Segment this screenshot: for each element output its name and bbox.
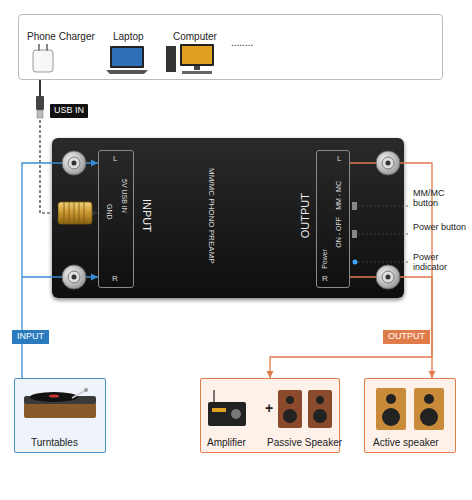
arrow-head bbox=[91, 210, 98, 217]
computer-icon bbox=[166, 44, 214, 74]
box-label: Turntables bbox=[31, 437, 78, 448]
amplifier-illustration bbox=[208, 390, 246, 426]
port-label: GND bbox=[105, 204, 113, 220]
device-label: Computer bbox=[173, 31, 217, 42]
ellipsis: ........ bbox=[231, 37, 253, 48]
channel-label: L bbox=[113, 155, 117, 164]
connector-line bbox=[40, 80, 98, 213]
connector bbox=[267, 163, 433, 378]
active-speaker-illustration bbox=[376, 388, 444, 430]
connector-line bbox=[350, 277, 432, 378]
rca-jack bbox=[376, 265, 400, 289]
channel-label: R bbox=[112, 275, 118, 284]
connector-line bbox=[22, 163, 98, 378]
connector bbox=[40, 80, 98, 217]
output-panel: OUTPUTLMM - MCON - OFFPowerR bbox=[316, 150, 350, 288]
arrow-head bbox=[91, 274, 98, 281]
indicator-label: Power bbox=[321, 249, 329, 269]
turntable-illustration bbox=[24, 388, 96, 418]
connector-line bbox=[270, 163, 432, 378]
charger-icon bbox=[33, 44, 53, 72]
switch-label: ON - OFF bbox=[335, 217, 343, 248]
callout-label: Power indicator bbox=[413, 252, 469, 273]
device-label: Phone Charger bbox=[27, 31, 95, 42]
panel-heading: INPUT bbox=[141, 199, 153, 232]
channel-label: R bbox=[322, 275, 328, 284]
arrow-head bbox=[267, 371, 274, 378]
ground-post bbox=[52, 202, 92, 224]
input-panel: L5V USB INGNDRINPUT bbox=[98, 150, 134, 288]
rca-jack bbox=[62, 151, 86, 175]
active-speaker-box: Active speaker bbox=[364, 378, 456, 453]
source-box: Phone Charger Laptop Computer........ bbox=[18, 14, 443, 80]
arrow-head bbox=[91, 160, 98, 167]
connector bbox=[350, 277, 436, 378]
edge-label: INPUT bbox=[12, 330, 49, 344]
edge-label: USB IN bbox=[50, 104, 88, 118]
arrow-head bbox=[429, 371, 436, 378]
rca-jack bbox=[62, 265, 86, 289]
device-label: Laptop bbox=[113, 31, 144, 42]
amplifier-box: Amplifier + Passive Speaker bbox=[200, 378, 340, 453]
power-button bbox=[352, 230, 357, 238]
connector bbox=[22, 160, 98, 379]
switch-label: MM - MC bbox=[335, 181, 343, 210]
box-label: Passive Speaker bbox=[267, 437, 342, 448]
plus-sign: + bbox=[265, 401, 273, 416]
laptop-icon bbox=[106, 46, 148, 74]
connector-line bbox=[22, 276, 98, 277]
edge-label: OUTPUT bbox=[383, 330, 430, 344]
callout-label: MM/MC button bbox=[413, 188, 468, 209]
speaker-illustration bbox=[278, 390, 332, 428]
leader-line bbox=[358, 206, 410, 262]
mmmc-button bbox=[352, 202, 357, 210]
turntable-box: Turntables bbox=[14, 378, 106, 453]
rca-jack bbox=[376, 151, 400, 175]
usb-plug bbox=[36, 80, 44, 118]
preamp-body: MM/MC PHONO PREAMP L 5V USB IN GND R INPUT OUT… bbox=[52, 138, 404, 298]
panel-heading: OUTPUT bbox=[299, 193, 311, 238]
channel-label: L bbox=[337, 155, 341, 164]
box-label: Active speaker bbox=[373, 437, 439, 448]
port-label: 5V USB IN bbox=[120, 179, 128, 213]
box-label: Amplifier bbox=[207, 437, 246, 448]
power-led bbox=[353, 260, 358, 265]
callout-label: Power button bbox=[413, 222, 468, 232]
product-name: MM/MC PHONO PREAMP bbox=[206, 168, 215, 264]
